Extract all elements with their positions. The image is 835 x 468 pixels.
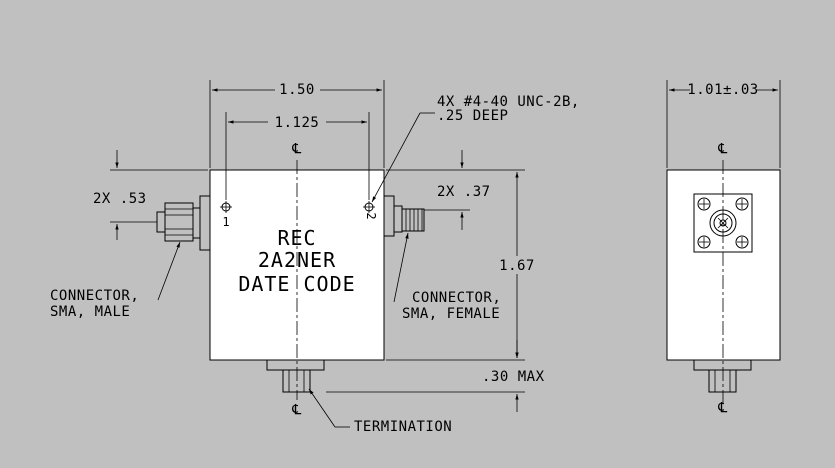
flange-screw-top-left xyxy=(697,197,711,211)
side-width-label: 1.01±.03 xyxy=(687,82,758,98)
port-2-label: 2 xyxy=(364,212,378,219)
side-body xyxy=(666,169,781,361)
port-1-label: 1 xyxy=(222,215,229,229)
front-view: 1.50 1.125 ℄ 4X #4-40 UNC-2B, .25 DEEP 1… xyxy=(50,80,580,435)
termination-leader xyxy=(308,388,336,428)
sma-outer-circle xyxy=(709,209,737,237)
body-text-line3: DATE CODE xyxy=(238,272,355,296)
side-connector-flange xyxy=(693,193,753,253)
left-connector-leader xyxy=(157,241,181,301)
thread-note-leader xyxy=(371,112,421,203)
sma-center-pin xyxy=(719,219,727,227)
side-centerline-symbol-top: ℄ xyxy=(717,141,728,157)
left-offset-label: 2X .53 xyxy=(93,191,147,207)
right-sma-female-connector xyxy=(383,195,425,237)
height-label: 1.67 xyxy=(499,258,535,274)
mounting-hole-2 xyxy=(363,201,375,213)
side-centerline-symbol-bottom: ℄ xyxy=(717,400,728,416)
right-connector-label-line1: CONNECTOR, xyxy=(412,290,501,306)
left-connector-label-line1: CONNECTOR, xyxy=(50,288,139,304)
overall-width-label: 1.50 xyxy=(279,82,315,98)
flange-screw-bottom-right xyxy=(735,235,749,249)
right-connector-leader xyxy=(393,232,409,303)
thread-note-line1: 4X #4-40 UNC-2B, xyxy=(437,94,580,110)
body-text-line2: 2A2NER xyxy=(258,248,336,272)
flange-screw-top-right xyxy=(735,197,749,211)
left-sma-male-connector xyxy=(156,195,211,251)
flange-screw-bottom-left xyxy=(697,235,711,249)
side-termination xyxy=(693,359,752,393)
termination-label: TERMINATION xyxy=(354,419,452,435)
termination-part xyxy=(266,359,325,393)
hole-spacing-label: 1.125 xyxy=(275,115,320,131)
right-connector-label-line2: SMA, FEMALE xyxy=(402,306,500,322)
side-view: ℄ ℄ 1.01±.03 xyxy=(666,80,781,416)
thread-note-line2: .25 DEEP xyxy=(437,108,508,124)
centerline-symbol-top: ℄ xyxy=(291,141,302,157)
centerline-symbol-bottom: ℄ xyxy=(291,402,302,418)
left-connector-label-line2: SMA, MALE xyxy=(50,304,130,320)
termination-max-label: .30 MAX xyxy=(482,369,545,385)
mounting-hole-1 xyxy=(220,201,232,213)
body-text-line1: REC xyxy=(277,226,316,250)
right-offset-label: 2X .37 xyxy=(437,184,491,200)
